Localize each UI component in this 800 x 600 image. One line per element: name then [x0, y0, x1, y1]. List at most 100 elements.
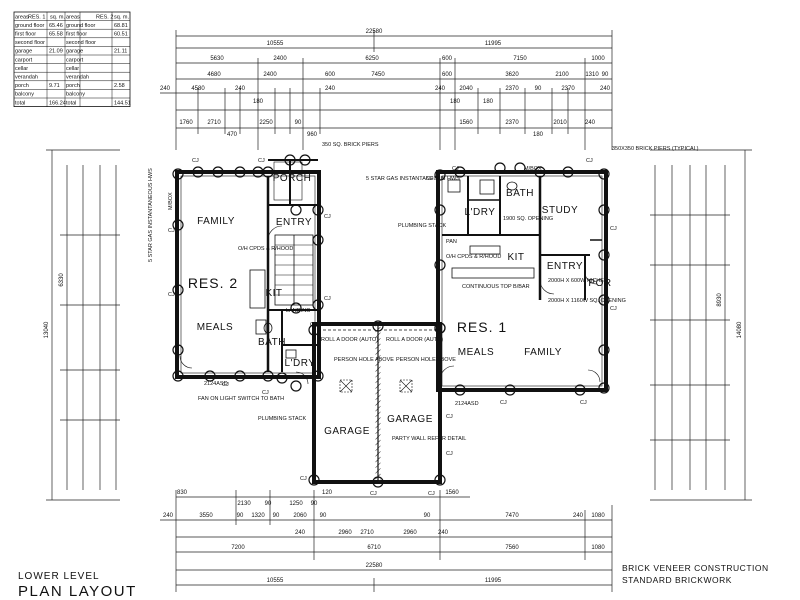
- brick-pier-circle: [598, 382, 610, 394]
- note-opening-right: 1900 SQ. OPENING: [503, 216, 553, 222]
- note-hole-right: PERSON HOLE ABOVE: [396, 357, 456, 363]
- caption-construction: BRICK VENEER CONSTRUCTION: [622, 563, 769, 573]
- dim-bot-r4: 1080: [591, 545, 605, 551]
- brick-pier-circle: [598, 204, 610, 216]
- brick-pier-circle: [284, 154, 296, 166]
- room-res2: RES. 2: [188, 275, 238, 291]
- area-table-cell: carport: [66, 57, 84, 63]
- note-rhood-right: O/H CPDS & R/HOOD: [446, 254, 501, 260]
- brick-pier-circle: [276, 372, 288, 384]
- dim-bot-r1: 830: [177, 490, 188, 496]
- room-ldry-right: L'DRY: [465, 207, 496, 218]
- brick-pier-circle: [312, 204, 324, 216]
- room-por-right: POR: [588, 278, 611, 289]
- brick-pier-circle: [434, 204, 446, 216]
- dim-top-r5: 1560: [459, 120, 473, 126]
- dim-top-r4: 4580: [191, 86, 205, 92]
- dim-top-r2: 7150: [513, 56, 527, 62]
- area-table-cell: first floor: [15, 32, 36, 38]
- dim-bot-r1: 1250: [289, 501, 303, 507]
- note-door-size-left: 2124ASD: [204, 381, 228, 387]
- dim-bot-r2: 240: [573, 513, 584, 519]
- brick-pier-circle: [290, 204, 302, 216]
- left-dimensions: [46, 149, 120, 501]
- dim-bot-r2: 90: [320, 513, 327, 519]
- dim-bot-total: 22580: [366, 563, 383, 569]
- area-table-cell: cellar: [66, 66, 79, 72]
- room-garage-right: GARAGE: [387, 414, 433, 425]
- control-joint-label: CJ: [428, 491, 435, 497]
- dim-bot-half-left: 10555: [267, 578, 284, 584]
- dim-bot-r2: 3550: [199, 513, 213, 519]
- dim-bot-r3: 2960: [338, 530, 352, 536]
- dim-left-total: 13040: [44, 321, 50, 338]
- brick-pier-circle: [562, 166, 574, 178]
- brick-pier-circle: [434, 259, 446, 271]
- dim-top-r4: 240: [160, 86, 171, 92]
- control-joint-label: CJ: [426, 176, 433, 182]
- dim-top-r3: 90: [602, 72, 609, 78]
- dim-right-total: 14080: [737, 321, 743, 338]
- note-plumbing-stack-left: PLUMBING STACK: [258, 416, 307, 422]
- dim-top-r4: 2370: [561, 86, 575, 92]
- area-table-cell: verandah: [66, 75, 89, 81]
- brick-pier-circle: [434, 474, 446, 486]
- brick-pier-circle: [172, 284, 184, 296]
- room-meals-right: MEALS: [458, 347, 494, 358]
- room-bath-left: BATH: [258, 337, 286, 348]
- dim-bot-r1: 90: [265, 501, 272, 507]
- dim-top-half-right: 11995: [485, 41, 502, 47]
- dim-bot-r2: 90: [237, 513, 244, 519]
- area-table-cell: second floor: [15, 40, 45, 46]
- control-joint-label: CJ: [586, 158, 593, 164]
- brick-pier-circle: [598, 344, 610, 356]
- note-fan: FAN ON LIGHT SWITCH TO BATH: [198, 396, 284, 402]
- brick-pier-circle: [262, 370, 274, 382]
- room-ldry-left: L'DRY: [285, 358, 316, 369]
- control-joint-label: CJ: [580, 400, 587, 406]
- area-table-cell: 65.58: [49, 32, 63, 38]
- note-mbox: M/BOX: [524, 166, 542, 172]
- area-table-cell: 9.71: [49, 83, 60, 89]
- note-roller-right: ROLL A DOOR (AUTO): [386, 337, 443, 343]
- area-table-cell: 65.46: [49, 23, 63, 29]
- dim-bot-r4: 6710: [367, 545, 381, 551]
- dim-bot-r2: 1080: [591, 513, 605, 519]
- dim-top-r5: 1760: [179, 120, 193, 126]
- brick-pier-circle: [290, 302, 302, 314]
- dim-top-r3: 4680: [207, 72, 221, 78]
- note-plumbing-stack-right: PLUMBING STACK: [398, 223, 447, 229]
- room-res1: RES. 1: [457, 319, 507, 335]
- area-table-cell: carport: [15, 57, 33, 63]
- note-pantry: PAN: [446, 239, 457, 245]
- brick-pier-circle: [434, 169, 446, 181]
- area-table-cell: ground floor: [66, 23, 96, 29]
- dim-bot-r2: 2060: [293, 513, 307, 519]
- dim-top-r4: 2370: [505, 86, 519, 92]
- dim-top-r5: 240: [585, 120, 596, 126]
- brick-pier-circle: [504, 384, 516, 396]
- dim-top-r4: 2040: [459, 86, 473, 92]
- dim-top-r5: 470: [227, 132, 238, 138]
- dim-top-r5: 2250: [259, 120, 273, 126]
- dim-top-r4: 180: [483, 99, 494, 105]
- note-gas-hws: 5 STAR GAS INSTANTANEOUS HWS: [366, 176, 460, 182]
- brick-pier-circle: [308, 324, 320, 336]
- dim-bot-r2: 90: [424, 513, 431, 519]
- note-party-wall: PARTY WALL REFER DETAIL: [392, 436, 466, 442]
- control-joint-label: CJ: [300, 476, 307, 482]
- room-study: STUDY: [542, 205, 578, 216]
- brick-pier-circle: [534, 166, 546, 178]
- dim-bot-r1: 90: [311, 501, 318, 507]
- top-dimensions: [160, 30, 613, 150]
- area-table-cell: 68.81: [114, 23, 128, 29]
- brick-pier-circle: [262, 166, 274, 178]
- area-table-header: areas: [66, 14, 80, 20]
- control-joint-label: CJ: [262, 390, 269, 396]
- room-porch-left: PORCH: [273, 173, 312, 184]
- dim-top-r4: 240: [435, 86, 446, 92]
- dim-top-r3: 600: [325, 72, 336, 78]
- area-table-header: areas: [15, 14, 29, 20]
